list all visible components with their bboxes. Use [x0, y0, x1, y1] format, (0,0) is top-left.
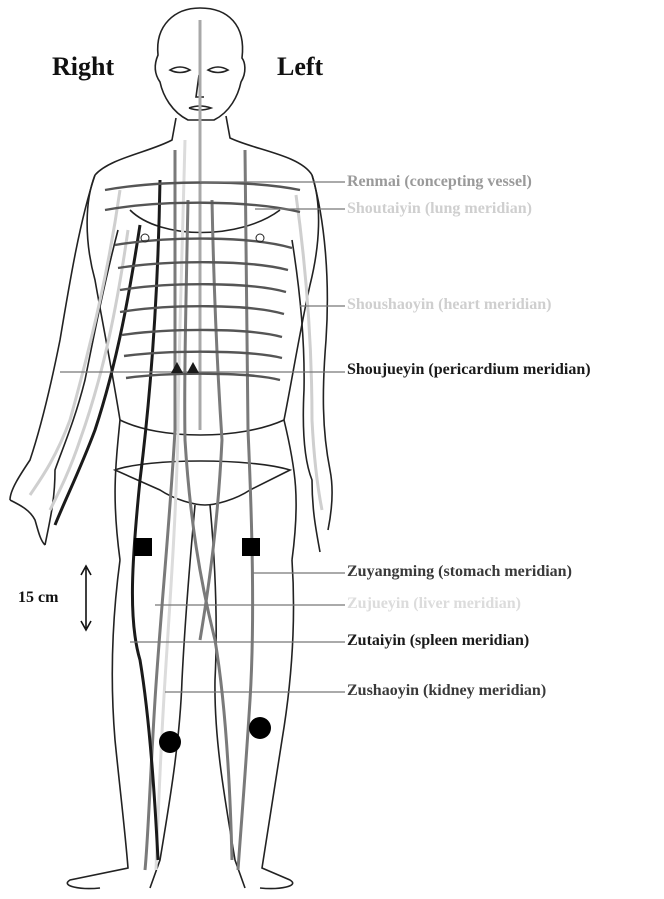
band-5: [120, 284, 286, 292]
band-6: [120, 306, 284, 314]
neck-left: [95, 118, 176, 175]
scale-bar: [81, 566, 91, 630]
band-1: [105, 183, 300, 191]
neck-right: [226, 116, 312, 175]
label-shoutaiyin: Shoutaiyin (lung meridian): [347, 200, 532, 218]
band-8: [124, 352, 282, 358]
band-7: [122, 330, 282, 337]
left-side-label: Left: [277, 52, 323, 82]
triangle-point-0: [171, 362, 183, 373]
circle-point-0: [159, 731, 181, 753]
channel-shoujueyin-0: [55, 225, 140, 525]
right-hand: [10, 500, 45, 545]
right-arm-outer: [10, 175, 95, 500]
label-zujueyin: Zujueyin (liver meridian): [347, 595, 521, 613]
label-shoujueyin: Shoujueyin (pericardium meridian): [347, 361, 591, 379]
left-arm-outer: [312, 175, 332, 530]
label-zutaiyin: Zutaiyin (spleen meridian): [347, 632, 529, 650]
label-shoushaoyin: Shoushaoyin (heart meridian): [347, 296, 551, 314]
channel-zutaiyin-0: [132, 180, 160, 860]
right-eye: [208, 67, 228, 73]
square-point-0: [134, 538, 152, 556]
horizontal-bands: [105, 183, 300, 381]
circle-point-1: [249, 717, 271, 739]
band-4: [118, 262, 288, 270]
torso-left: [87, 175, 120, 560]
band-2: [105, 203, 300, 212]
label-zuyangming: Zuyangming (stomach meridian): [347, 563, 572, 581]
label-zushaoyin: Zushaoyin (kidney meridian): [347, 682, 546, 700]
scale-label: 15 cm: [18, 589, 58, 607]
square-point-1: [242, 538, 260, 556]
right-leg-outer: [67, 560, 128, 889]
channel-zushaoyin-1: [200, 200, 222, 640]
chest-line: [130, 210, 280, 233]
channel-zushaoyin-0: [185, 200, 232, 860]
right-side-label: Right: [52, 52, 114, 82]
label-renmai: Renmai (concepting vessel): [347, 173, 532, 191]
channel-zuyangming-1: [238, 150, 253, 870]
left-eye: [170, 67, 190, 73]
triangle-point-1: [187, 362, 199, 373]
